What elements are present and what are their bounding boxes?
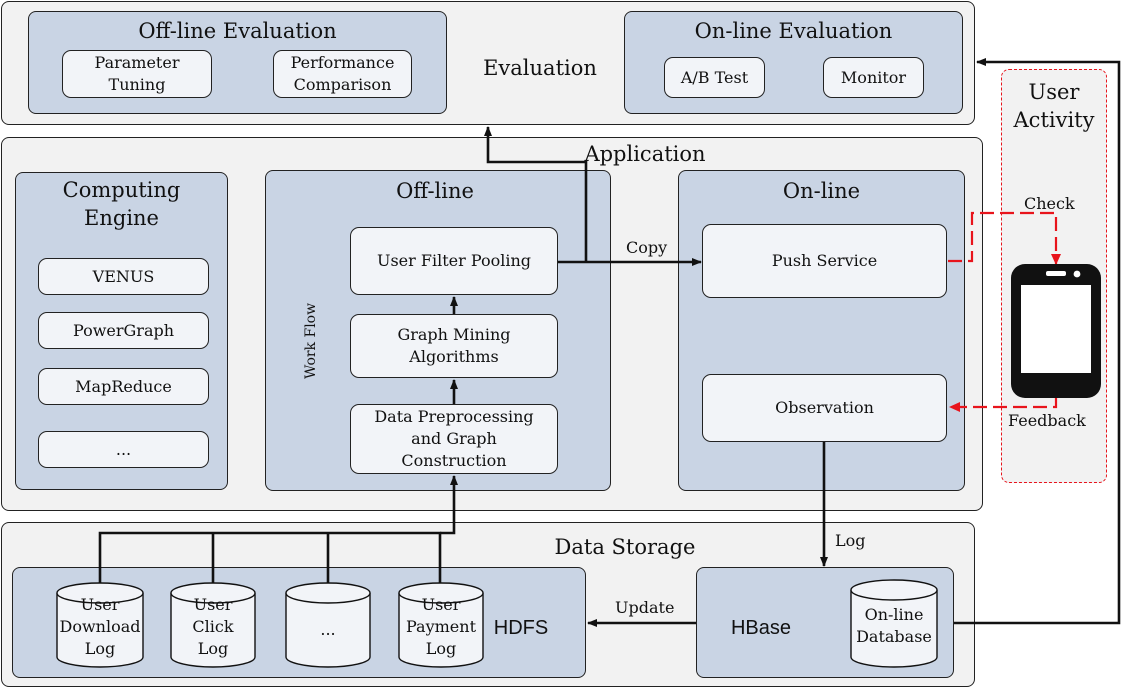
hbase-title: HBase bbox=[730, 617, 792, 639]
more-logs-label: ... bbox=[320, 620, 336, 639]
parameter-tuning-node: Parameter Tuning bbox=[62, 50, 212, 98]
user-payment-log-label: User Payment Log bbox=[406, 595, 476, 658]
push-service-node: Push Service bbox=[702, 224, 947, 298]
data-storage-title: Data Storage bbox=[554, 535, 696, 559]
engine-item-more: ... bbox=[38, 431, 209, 468]
engine-item-powergraph: PowerGraph bbox=[38, 312, 209, 349]
application-title: Application bbox=[584, 142, 706, 166]
performance-comparison-node: Performance Comparison bbox=[273, 50, 412, 98]
computing-engine-title: Computing Engine bbox=[62, 178, 181, 230]
copy-label: Copy bbox=[626, 238, 668, 257]
data-preprocessing-node: Data Preprocessing and Graph Constructio… bbox=[350, 404, 558, 474]
observation-node: Observation bbox=[702, 374, 947, 442]
graph-mining-node: Graph Mining Algorithms bbox=[350, 314, 558, 378]
monitor-node: Monitor bbox=[823, 57, 924, 98]
engine-item-venus: VENUS bbox=[38, 258, 209, 295]
user-click-log-label: User Click Log bbox=[192, 595, 234, 658]
evaluation-title: Evaluation bbox=[483, 56, 597, 80]
user-activity-title: User Activity bbox=[1013, 80, 1095, 132]
user-download-log-label: User Download Log bbox=[59, 595, 141, 658]
engine-item-mapreduce: MapReduce bbox=[38, 368, 209, 405]
workflow-label: Work Flow bbox=[303, 302, 319, 379]
feedback-label: Feedback bbox=[1008, 411, 1086, 430]
online-evaluation-title: On-line Evaluation bbox=[694, 19, 893, 43]
check-label: Check bbox=[1024, 194, 1075, 213]
user-filter-pooling-node: User Filter Pooling bbox=[350, 227, 558, 295]
offline-title: Off-line bbox=[396, 179, 474, 203]
hdfs-title: HDFS bbox=[493, 617, 549, 639]
update-label: Update bbox=[615, 598, 675, 617]
online-group bbox=[678, 170, 965, 491]
ab-test-node: A/B Test bbox=[664, 57, 765, 98]
offline-evaluation-title: Off-line Evaluation bbox=[138, 19, 337, 43]
online-database-label: On-line Database bbox=[856, 605, 932, 646]
log-label: Log bbox=[835, 531, 866, 550]
online-title: On-line bbox=[782, 179, 861, 203]
